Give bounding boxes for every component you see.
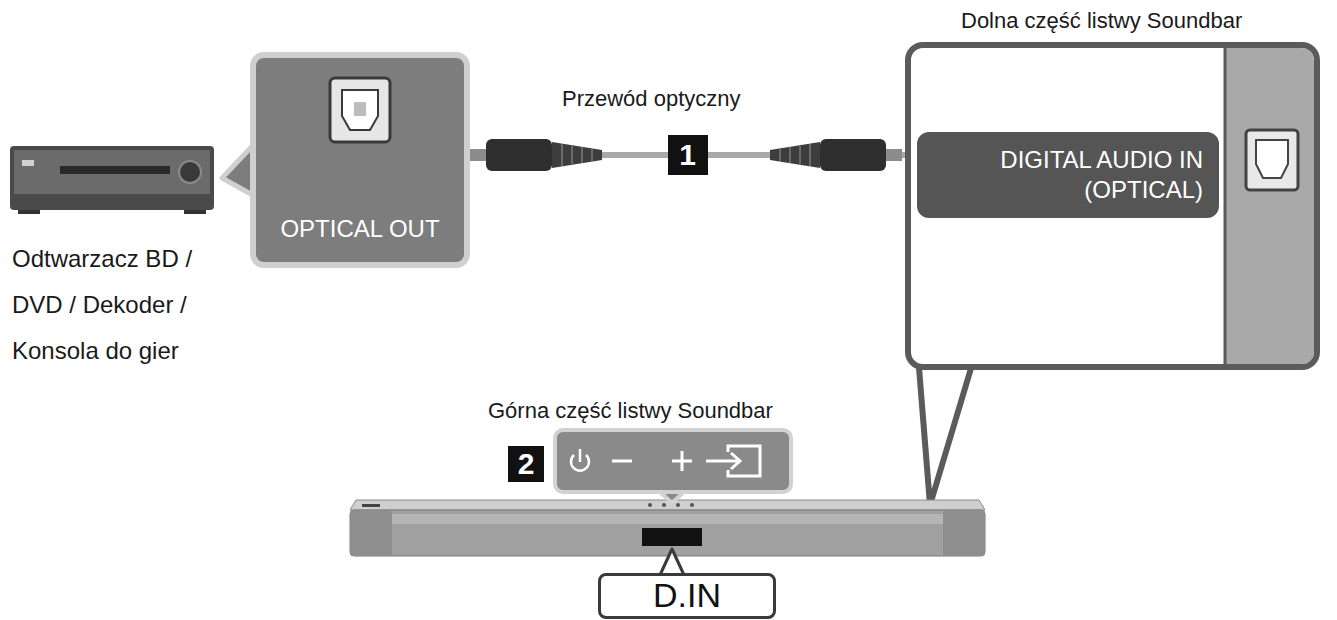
optical-plug-right-part	[780, 144, 810, 166]
bd-player-illustration	[10, 146, 214, 214]
soundbar-illustration-part	[676, 503, 680, 507]
soundbar-bottom-callout-fill-part	[908, 45, 1317, 367]
soundbar-bottom-callout-fill-part	[1256, 140, 1288, 178]
soundbar-illustration	[350, 500, 985, 556]
soundbar-bottom-callout-fill-part	[1225, 48, 1314, 364]
callout-number: 1	[668, 135, 708, 175]
soundbar-bottom-callout-fill-part	[1224, 48, 1227, 364]
soundbar-illustration-part	[642, 528, 702, 546]
port-name: OPTICAL OUT	[280, 215, 439, 244]
optical-plug-right-part	[886, 149, 902, 161]
top-panel-callout-part	[579, 449, 582, 462]
optical-plug-left	[470, 139, 602, 171]
bd-player-illustration-part	[22, 160, 34, 166]
optical-out-callout-fill-part	[253, 55, 467, 265]
display-text: D.IN	[653, 577, 721, 614]
optical-out-callout: OPTICAL OUT	[250, 52, 470, 268]
soundbar-bottom-callout-fill-part	[1246, 130, 1298, 190]
top-panel-callout	[555, 430, 791, 503]
view-heading: Dolna część listwy Soundbar	[961, 8, 1242, 34]
bd-player-illustration-part	[60, 166, 170, 174]
top-panel-callout-part	[672, 451, 692, 471]
d-in-pointer	[660, 549, 684, 575]
optical-plug-left-part	[486, 139, 552, 171]
optical-plug-right	[770, 139, 902, 171]
display-callout: D.IN	[598, 573, 776, 619]
optical-port-icon-part	[342, 90, 378, 130]
port-label-box: DIGITAL AUDIO IN (OPTICAL)	[917, 132, 1219, 218]
bd-player-illustration-part	[184, 210, 206, 214]
cable-name: Przewód optyczny	[562, 86, 741, 112]
bd-player-illustration-part	[10, 146, 214, 210]
bd-player-illustration-part	[179, 161, 201, 183]
optical-port-icon	[330, 78, 390, 142]
device-name: Odtwarzacz BD / DVD / Dekoder / Konsola …	[12, 236, 222, 374]
soundbar-bottom-callout: DIGITAL AUDIO IN (OPTICAL)Dolna część li…	[905, 42, 1320, 370]
soundbar-illustration-part	[690, 503, 694, 507]
soundbar-illustration-part	[362, 504, 380, 507]
top-panel-callout-part	[612, 460, 632, 463]
soundbar-illustration-part	[662, 503, 666, 507]
top-panel-callout-part	[555, 430, 791, 492]
soundbar-illustration-part	[648, 503, 652, 507]
optical-plug-left-part	[562, 144, 592, 166]
port-name: DIGITAL AUDIO IN (OPTICAL)	[933, 145, 1203, 205]
soundbar-bottom-callout-fill-part	[918, 355, 975, 505]
top-panel-callout-part	[706, 460, 738, 463]
optical-plug-left-part	[552, 142, 602, 168]
d-in-pointer-part	[660, 549, 684, 575]
view-heading: Górna część listwy Soundbar	[488, 398, 773, 424]
bd-player-illustration-part	[14, 150, 210, 194]
soundbar-illustration-part	[356, 514, 979, 524]
soundbar-illustration-part	[350, 510, 392, 556]
soundbar-bottom-callout-fill	[908, 45, 1317, 505]
bd-player-illustration-part	[18, 210, 40, 214]
optical-port-icon-part	[354, 102, 366, 116]
optical-plug-right-part	[770, 142, 820, 168]
optical-port-icon-part	[330, 78, 390, 142]
optical-plug-left-part	[470, 149, 486, 161]
optical-plug-right-part	[820, 139, 886, 171]
optical-out-callout-fill	[222, 55, 467, 265]
callout-number: 2	[508, 446, 544, 482]
soundbar-illustration-part	[350, 510, 985, 556]
soundbar-illustration-part	[943, 510, 985, 556]
top-panel-callout-part	[731, 453, 740, 469]
